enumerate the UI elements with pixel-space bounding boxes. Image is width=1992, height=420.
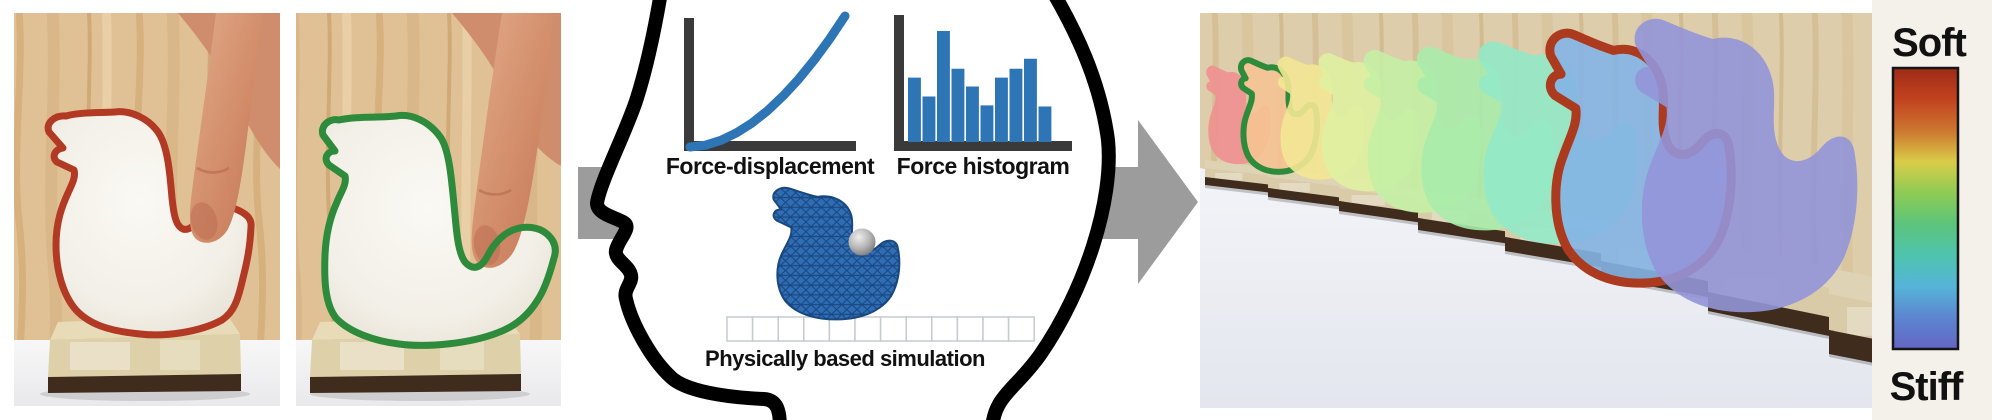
simulation-ground-strip: [726, 316, 1035, 342]
ground-cell: [931, 316, 959, 342]
x-axis: [684, 141, 856, 151]
histogram-bar: [908, 77, 921, 142]
legend-soft-label: Soft: [1892, 21, 1966, 65]
histogram-bars: [908, 31, 1052, 142]
legend-stiff-label: Stiff: [1890, 365, 1964, 409]
duck-body: [322, 115, 556, 346]
ground-cell: [726, 316, 754, 342]
ground-cell: [905, 316, 933, 342]
ground-cell: [854, 316, 882, 342]
photo-duck-press-red: [14, 13, 280, 406]
duck-outline-red: [44, 108, 255, 339]
ground-cell: [1007, 316, 1035, 342]
ground-cell: [982, 316, 1010, 342]
finger: [189, 13, 262, 243]
simulation-label: Physically based simulation: [705, 346, 985, 371]
pressing-hand: [178, 13, 280, 243]
pressing-hand: [452, 13, 561, 268]
head-outline-back: [986, 0, 1116, 420]
duck-outline-green: [318, 111, 559, 349]
stiffness-colorbar: [1891, 66, 1960, 351]
force-histogram-label: Force histogram: [897, 153, 1070, 179]
probe-sphere: [848, 228, 876, 256]
ground-cell: [777, 316, 805, 342]
ground-cell: [803, 316, 831, 342]
x-axis: [894, 141, 1072, 151]
force-displacement-curve: [685, 11, 850, 152]
histogram-bar: [1009, 68, 1023, 142]
histogram-bar: [980, 105, 994, 142]
table-surface: [1200, 168, 1878, 408]
histogram-bar: [995, 77, 1008, 142]
ground-cell: [956, 316, 984, 342]
histogram-bar: [966, 86, 979, 142]
histogram-bar: [1024, 58, 1037, 142]
ground-cell: [828, 316, 856, 342]
mesh-duck-wireframe: [773, 187, 900, 320]
histogram-bar: [1038, 106, 1052, 142]
acrylic-base-tile: [1829, 268, 1878, 367]
photo-duck-row: [1200, 13, 1878, 408]
y-axis: [894, 15, 904, 151]
force-histogram-chart: [894, 15, 1072, 151]
head-fill: [597, 0, 1109, 420]
photo-duck-press-green: [296, 13, 561, 406]
histogram-bar: [951, 68, 965, 142]
head-silhouette: [590, 0, 1116, 420]
force-displacement-label: Force-displacement: [666, 153, 875, 179]
duck-body: [48, 111, 252, 335]
ground-cell: [751, 316, 779, 342]
duck-silhouette: [1634, 18, 1858, 313]
ground-cell: [879, 316, 907, 342]
stiffness-legend: Soft Stiff: [1872, 0, 1992, 420]
finger: [471, 13, 553, 268]
y-axis: [684, 18, 694, 151]
acrylic-base-tile: [1205, 160, 1273, 196]
head-outline-front: [590, 0, 787, 420]
force-displacement-chart: [684, 11, 856, 152]
histogram-bar: [922, 96, 936, 142]
tinted-duck-row: [1206, 18, 1858, 313]
histogram-bar: [937, 31, 950, 142]
